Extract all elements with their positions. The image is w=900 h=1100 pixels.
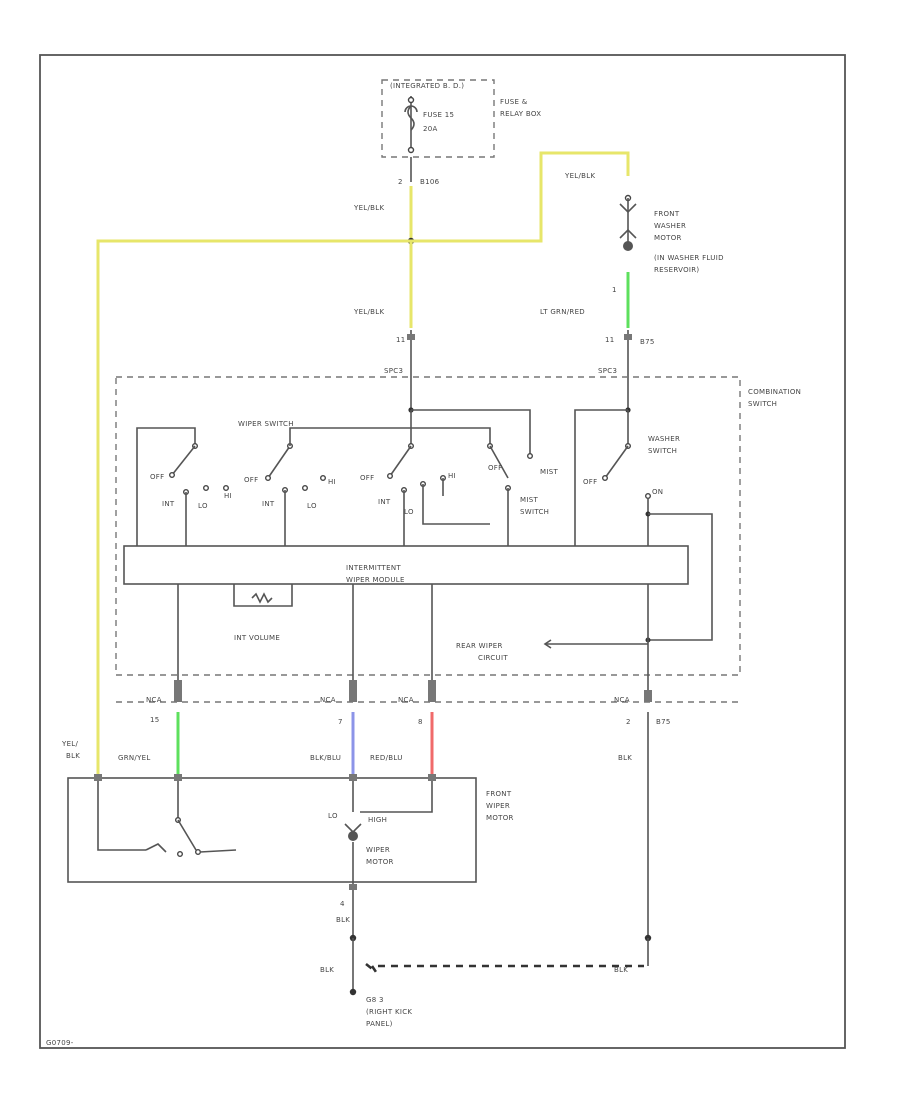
motor-high-label: HIGH [368,816,387,824]
connector-pin-8: 8 [418,718,423,726]
ground-label-3: PANEL) [366,1020,393,1028]
switch-mist: MIST [540,468,558,476]
switch-hi-2: HI [328,478,336,486]
wiper-motor-label-1: WIPER [366,846,390,854]
switch-off-1: OFF [150,473,164,481]
figure-id: G0709- [46,1039,74,1047]
wire-label-grn-yel: GRN/YEL [118,754,151,762]
washer-switch-label-1: WASHER [648,435,680,443]
wire-label-yel-blk-3: YEL/BLK [353,308,384,316]
switch-off-3: OFF [360,474,374,482]
potentiometer-icon [251,592,273,604]
int-volume-label: INT VOLUME [234,634,280,642]
fuse-icon [407,105,415,131]
connector-b106-pin: 2 [398,178,403,186]
connector-pin-top-left: 11 [396,336,406,344]
module-label-2: WIPER MODULE [346,576,405,584]
connector-pin-2: 2 [626,718,631,726]
wire-label-blk-bottom: BLK [336,916,350,924]
switch-hi-3: HI [448,472,456,480]
ground-label-1: G8 3 [366,996,384,1004]
connector-nca-far: NCA [614,696,630,704]
front-motor-label-2: WIPER [486,802,510,810]
motor-lo-label: LO [328,812,338,820]
front-washer-motor: FRONT WASHER MOTOR (IN WASHER FLUID RESE… [619,194,724,274]
switch-off-4: OFF [488,464,502,472]
washer-switch-off: OFF [583,478,597,486]
connector-nca-mid: NCA [320,696,336,704]
washer-pin: 1 [612,286,617,294]
connector-pin-15: 15 [150,716,160,724]
wire-label-yel-blk-2: YEL/BLK [564,172,595,180]
fuse-rating: 20A [423,125,438,133]
wire-label-yel-left-1: YEL/ [61,740,78,748]
switch-lo-3: LO [404,508,414,516]
park-switch-icon [145,843,167,853]
wire-label-yel-left-2: BLK [66,752,80,760]
switch-lo-2: LO [307,502,317,510]
mist-switch-label-2: SWITCH [520,508,549,516]
wire-label-red-blu: RED/BLU [370,754,403,762]
intermittent-wiper-module [123,545,689,585]
wire-label-blk-ground-right: BLK [614,966,628,974]
connector-b75-top: B75 [640,338,655,346]
diagram-frame [39,54,846,1049]
connector-nca-right: NCA [398,696,414,704]
combination-switch-label-2: SWITCH [748,400,777,408]
rear-wiper-label-1: REAR WIPER [456,642,503,650]
switch-int-2: INT [262,500,275,508]
ground-splice-icon [365,962,644,974]
fuse-box-name-2: RELAY BOX [500,110,541,118]
front-motor-label-3: MOTOR [486,814,514,822]
wire-label-blk-ground: BLK [320,966,334,974]
wiper-switch: WIPER SWITCH OFF INT LO HI OFF INT LO HI… [136,410,558,546]
switch-off-2: OFF [244,476,258,484]
mist-switch-label-1: MIST [520,496,538,504]
int-volume-control: INT VOLUME [233,584,293,642]
washer-motor-label-2: WASHER [654,222,686,230]
wiper-motor-label-2: MOTOR [366,858,394,866]
fuse-box-header: (INTEGRATED B. D.) [390,82,464,90]
fuse-box-name: FUSE & [500,98,528,106]
combination-switch-label-1: COMBINATION [748,388,801,396]
wiper-switch-title: WIPER SWITCH [238,420,294,428]
washer-switch-label-2: SWITCH [648,447,677,455]
wiper-motor-icon [348,831,358,841]
connector-b75-bottom: B75 [656,718,671,726]
washer-motor-label-4: (IN WASHER FLUID [654,254,724,262]
connector-spc3-right: SPC3 [598,367,617,375]
switch-hi-1: HI [224,492,232,500]
wire-label-lt-grn-red: LT GRN/RED [540,308,585,316]
fuse-relay-box: (INTEGRATED B. D.) FUSE 15 20A FUSE & RE… [381,79,541,158]
wire-label-blk-right: BLK [618,754,632,762]
connector-pin-4: 4 [340,900,345,908]
combination-switch-outline [115,376,741,676]
front-motor-label-1: FRONT [486,790,512,798]
washer-motor-icon [623,241,633,251]
fuse-label: FUSE 15 [423,111,454,119]
connector-nca-left: NCA [146,696,162,704]
switch-int-1: INT [162,500,175,508]
wire-label-yel-blk-1: YEL/BLK [353,204,384,212]
front-wiper-motor: FRONT WIPER MOTOR LO HIGH WIPER MOTOR [67,774,514,884]
washer-motor-label-1: FRONT [654,210,680,218]
washer-motor-label-5: RESERVOIR) [654,266,699,274]
connector-spc3-left: SPC3 [384,367,403,375]
switch-lo-1: LO [198,502,208,510]
ground-label-2: (RIGHT KICK [366,1008,412,1016]
wire-label-blk-blu: BLK/BLU [310,754,341,762]
washer-motor-label-3: MOTOR [654,234,682,242]
washer-switch-on: ON [652,488,663,496]
switch-int-3: INT [378,498,391,506]
washer-switch: OFF ON WASHER SWITCH [583,435,713,641]
connector-pin-top-right: 11 [605,336,615,344]
connector-b106: B106 [420,178,440,186]
rear-wiper-label-2: CIRCUIT [478,654,508,662]
connector-pin-7: 7 [338,718,343,726]
module-label-1: INTERMITTENT [346,564,401,572]
